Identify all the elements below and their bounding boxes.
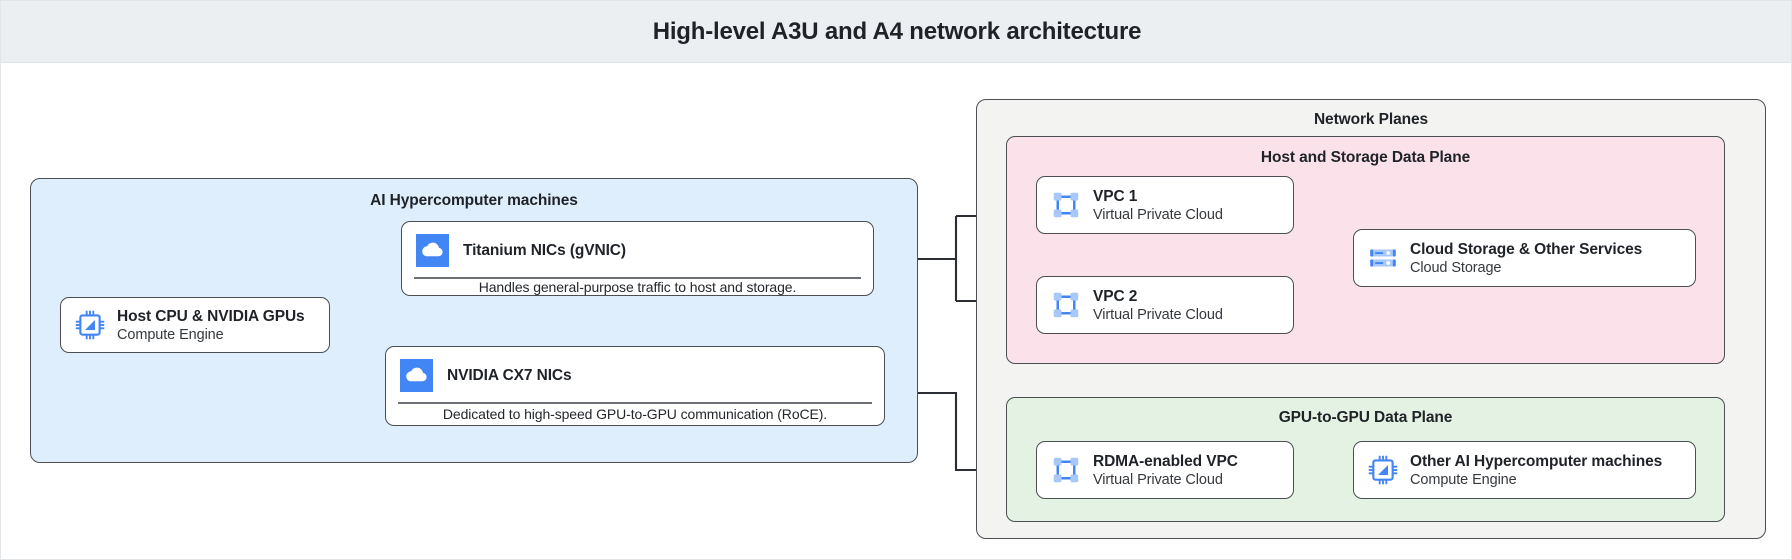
storage-icon	[1368, 243, 1398, 273]
node-subtitle: Virtual Private Cloud	[1093, 471, 1223, 488]
cloud-icon	[400, 359, 433, 392]
cpu-chip-icon	[75, 310, 105, 340]
node-nvidia-cx7-nics-header: NVIDIA CX7 NICs	[386, 347, 884, 402]
node-subtitle: Compute Engine	[1410, 471, 1517, 488]
node-cloud-storage-and-other-services[interactable]: Cloud Storage & Other Services Cloud Sto…	[1353, 229, 1696, 287]
node-nvidia-cx7-nics[interactable]: NVIDIA CX7 NICs Dedicated to high-speed …	[385, 346, 885, 426]
node-subtitle: Virtual Private Cloud	[1093, 206, 1223, 223]
node-subtitle: Cloud Storage	[1410, 259, 1502, 276]
node-other-ai-hypercomputer-machines[interactable]: Other AI Hypercomputer machines Compute …	[1353, 441, 1696, 499]
node-subtitle: Virtual Private Cloud	[1093, 306, 1223, 323]
cloud-icon	[416, 234, 449, 267]
page-title: High-level A3U and A4 network architectu…	[652, 17, 1142, 45]
node-titanium-nics-header: Titanium NICs (gVNIC)	[402, 222, 873, 277]
node-description: Handles general-purpose traffic to host …	[478, 278, 797, 295]
node-host-cpu-nvidia-gpus[interactable]: Host CPU & NVIDIA GPUs Compute Engine	[60, 297, 330, 353]
node-description: Dedicated to high-speed GPU-to-GPU commu…	[442, 406, 828, 423]
divider	[414, 277, 861, 279]
node-title: Titanium NICs (gVNIC)	[463, 241, 626, 259]
node-title: Other AI Hypercomputer machines	[1410, 452, 1663, 470]
group-title-gpu-to-gpu-data-plane: GPU-to-GPU Data Plane	[1278, 409, 1453, 426]
node-title: Host CPU & NVIDIA GPUs	[117, 307, 305, 325]
node-title: NVIDIA CX7 NICs	[447, 366, 572, 384]
node-title: VPC 1	[1093, 187, 1138, 205]
vpc-icon	[1051, 190, 1081, 220]
node-title: RDMA-enabled VPC	[1093, 452, 1238, 470]
group-title-ai-hypercomputer-machines: AI Hypercomputer machines	[370, 192, 578, 209]
node-vpc-2[interactable]: VPC 2 Virtual Private Cloud	[1036, 276, 1294, 334]
divider	[398, 402, 872, 404]
node-vpc-1[interactable]: VPC 1 Virtual Private Cloud	[1036, 176, 1294, 234]
cpu-chip-icon	[1368, 455, 1398, 485]
node-title: Cloud Storage & Other Services	[1410, 240, 1643, 258]
vpc-icon	[1051, 290, 1081, 320]
vpc-icon	[1051, 455, 1081, 485]
node-title: VPC 2	[1093, 287, 1138, 305]
node-rdma-enabled-vpc[interactable]: RDMA-enabled VPC Virtual Private Cloud	[1036, 441, 1294, 499]
group-title-network-planes: Network Planes	[1313, 111, 1429, 128]
diagram-header: High-level A3U and A4 network architectu…	[1, 1, 1791, 63]
node-subtitle: Compute Engine	[117, 326, 224, 343]
group-title-host-and-storage-data-plane: Host and Storage Data Plane	[1260, 149, 1471, 166]
node-titanium-nics[interactable]: Titanium NICs (gVNIC) Handles general-pu…	[401, 221, 874, 296]
